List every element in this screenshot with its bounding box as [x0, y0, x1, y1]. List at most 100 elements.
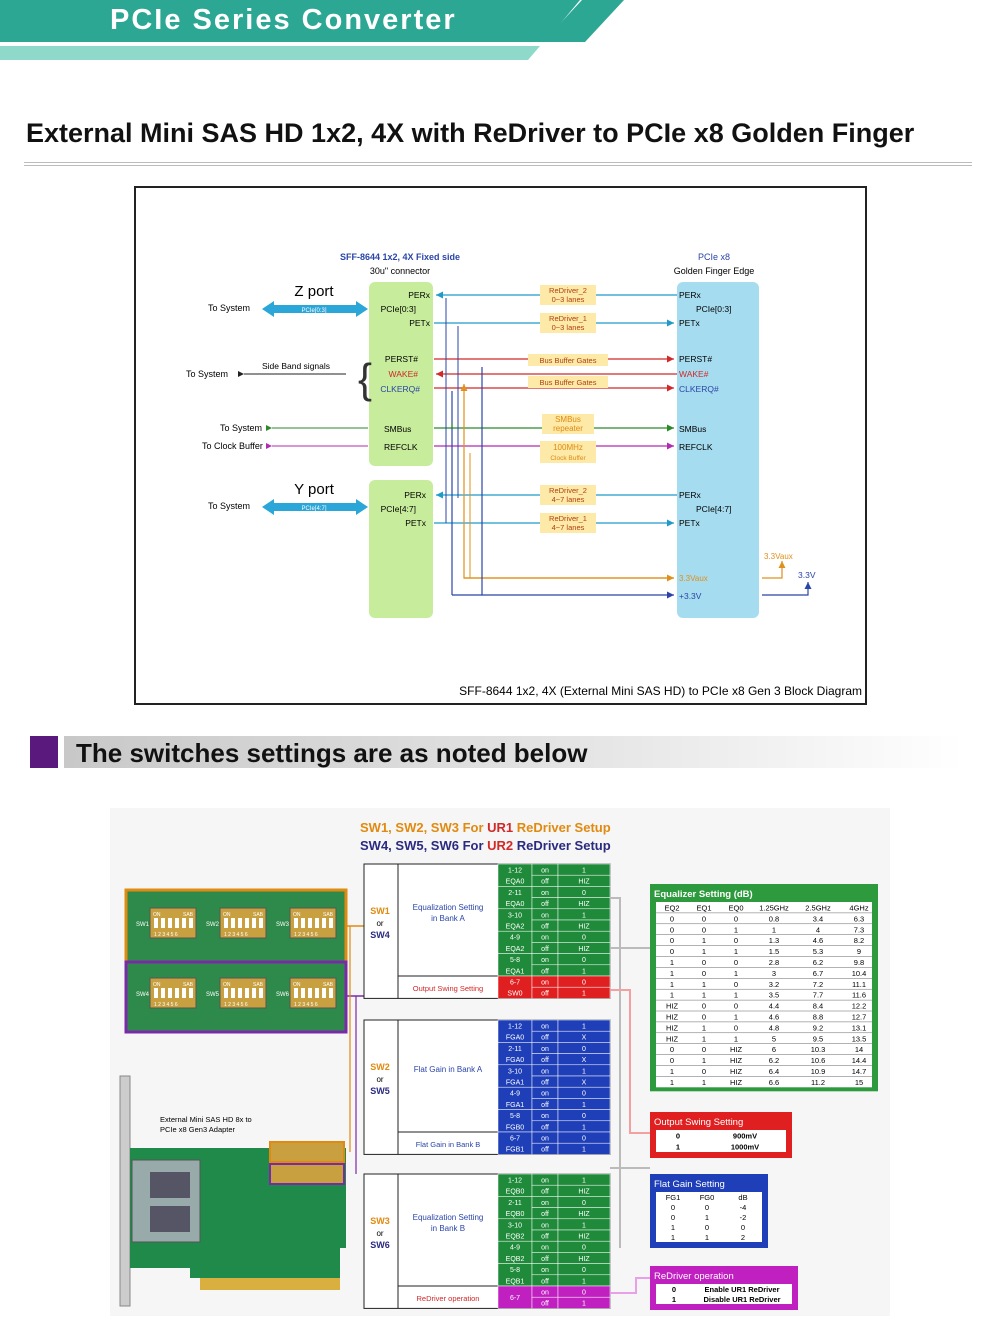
eq-cell: 6.2 — [813, 958, 823, 967]
group-sw-a: SW3 — [370, 1216, 390, 1226]
eq-cell: 0 — [702, 1002, 706, 1011]
eq-cell: 1 — [702, 1056, 706, 1065]
group-value: 1 — [582, 1024, 586, 1031]
eq-cell: 6 — [772, 1045, 776, 1054]
eq-cell: 3 — [772, 969, 776, 978]
smbus-repeater-box — [542, 414, 594, 434]
group-extra-desc: Flat Gain in Bank B — [416, 1140, 481, 1149]
left-smbus: SMBus — [384, 424, 411, 434]
eq-cell: 7.7 — [813, 991, 823, 1000]
group-pin: 2-11 — [508, 890, 522, 897]
swing-cell: 1 — [676, 1143, 680, 1152]
group-value: 0 — [582, 1113, 586, 1120]
eq-cell: HIZ — [730, 1045, 743, 1054]
group-signal: FGA1 — [506, 1102, 524, 1109]
dip-label-sw2: SW2 — [206, 922, 220, 928]
left-refclk: REFCLK — [384, 442, 418, 452]
group-state: off — [541, 1057, 549, 1064]
group-value: 0 — [582, 1267, 586, 1274]
switch-settings-graphic: SW1, SW2, SW3 For UR1 ReDriver Setup SW4… — [110, 808, 890, 1316]
group-state: off — [541, 1147, 549, 1154]
dip-sab-label: SAB — [183, 912, 194, 918]
eq-cell: 1 — [702, 991, 706, 1000]
op-cell: 1 — [672, 1295, 676, 1304]
group-value: HIZ — [578, 901, 590, 908]
eq-cell: 3.4 — [813, 914, 823, 923]
eq-cell: 8.4 — [813, 1002, 823, 1011]
group-signal: SW0 — [507, 991, 522, 998]
eq-cell: 1 — [734, 969, 738, 978]
z-to-system: To System — [208, 303, 250, 313]
group-sw-b: SW4 — [370, 930, 390, 940]
group-signal: EQA0 — [506, 879, 525, 886]
svg-text:4~7 lanes: 4~7 lanes — [552, 523, 585, 532]
eq-cell: 11.6 — [852, 991, 866, 1000]
group-value: 1 — [582, 991, 586, 998]
flat-header: FG0 — [700, 1193, 715, 1202]
dip-number-label: 1 2 3 4 5 6 — [224, 932, 248, 938]
group-value: 1 — [582, 1222, 586, 1229]
dip-sab-label: SAB — [323, 982, 334, 988]
eq-cell: 0 — [734, 980, 738, 989]
group-state: on — [541, 868, 549, 875]
group-state: off — [541, 1256, 549, 1263]
group-state: off — [541, 901, 549, 908]
group-pin: 4-9 — [510, 935, 520, 942]
group-value: 1 — [582, 912, 586, 919]
group-value: 0 — [582, 1091, 586, 1098]
eq-cell: 3.5 — [769, 991, 779, 1000]
vaux-label: 3.3Vaux — [764, 552, 793, 561]
group-value: HIZ — [578, 1256, 590, 1263]
group-or: or — [376, 919, 383, 928]
sb-to-system: To System — [186, 369, 228, 379]
group-desc: Flat Gain in Bank A — [414, 1065, 483, 1074]
group-extra-desc: ReDriver operation — [417, 1294, 480, 1303]
eq-cell: 6.7 — [813, 969, 823, 978]
diagram-caption: SFF-8644 1x2, 4X (External Mini SAS HD) … — [459, 684, 862, 698]
group-signal: EQA1 — [506, 968, 525, 975]
right-header-2: Golden Finger Edge — [674, 266, 755, 276]
eq-cell: 0 — [670, 1056, 674, 1065]
eq-cell: 7.2 — [813, 980, 823, 989]
group-value: HIZ — [578, 924, 590, 931]
side-band-label: Side Band signals — [262, 361, 330, 371]
eq-cell: 13.5 — [852, 1034, 867, 1043]
eq-cell: 6.2 — [769, 1056, 779, 1065]
right-v33: +3.3V — [679, 591, 702, 601]
group-signal: FGA0 — [506, 1035, 524, 1042]
group-or: or — [376, 1229, 383, 1238]
dip-on-label: ON — [153, 982, 161, 988]
group-state: on — [541, 1290, 549, 1297]
eq-cell: 1 — [734, 925, 738, 934]
swing-cell: 1000mV — [731, 1143, 759, 1152]
group-value: 1 — [582, 968, 586, 975]
svg-text:ReDriver_2: ReDriver_2 — [549, 286, 587, 295]
group-desc: Equalization Setting — [413, 903, 484, 912]
group-sw-b: SW6 — [370, 1240, 390, 1250]
eq-cell: 9 — [857, 947, 861, 956]
group-pin: 6-7 — [510, 980, 520, 987]
block-diagram-svg: SFF-8644 1x2, 4X Fixed side 30u" connect… — [186, 252, 862, 698]
eq-cell: 6.4 — [769, 1067, 779, 1076]
eq-table-title: Equalizer Setting (dB) — [654, 889, 753, 900]
svg-text:SMBus: SMBus — [555, 415, 581, 424]
eq-cell: 0 — [670, 1045, 674, 1054]
group-pin: 3-10 — [508, 1068, 522, 1075]
group-desc: Equalization Setting — [413, 1213, 484, 1222]
eq-cell: 1 — [702, 1034, 706, 1043]
group-signal: FGA0 — [506, 1057, 524, 1064]
right-clkreq: CLKERQ# — [679, 384, 719, 394]
group-state: off — [541, 1124, 549, 1131]
group-pin: 5-8 — [510, 1113, 520, 1120]
eq-cell: 10.4 — [852, 969, 867, 978]
swing-cell: 0 — [676, 1132, 680, 1141]
board-bracket — [119, 1075, 131, 1307]
eq-cell: HIZ — [666, 1034, 679, 1043]
group-state: off — [541, 946, 549, 953]
eq-cell: 4.8 — [769, 1023, 779, 1032]
group-value: HIZ — [578, 946, 590, 953]
group-state: off — [541, 1080, 549, 1087]
